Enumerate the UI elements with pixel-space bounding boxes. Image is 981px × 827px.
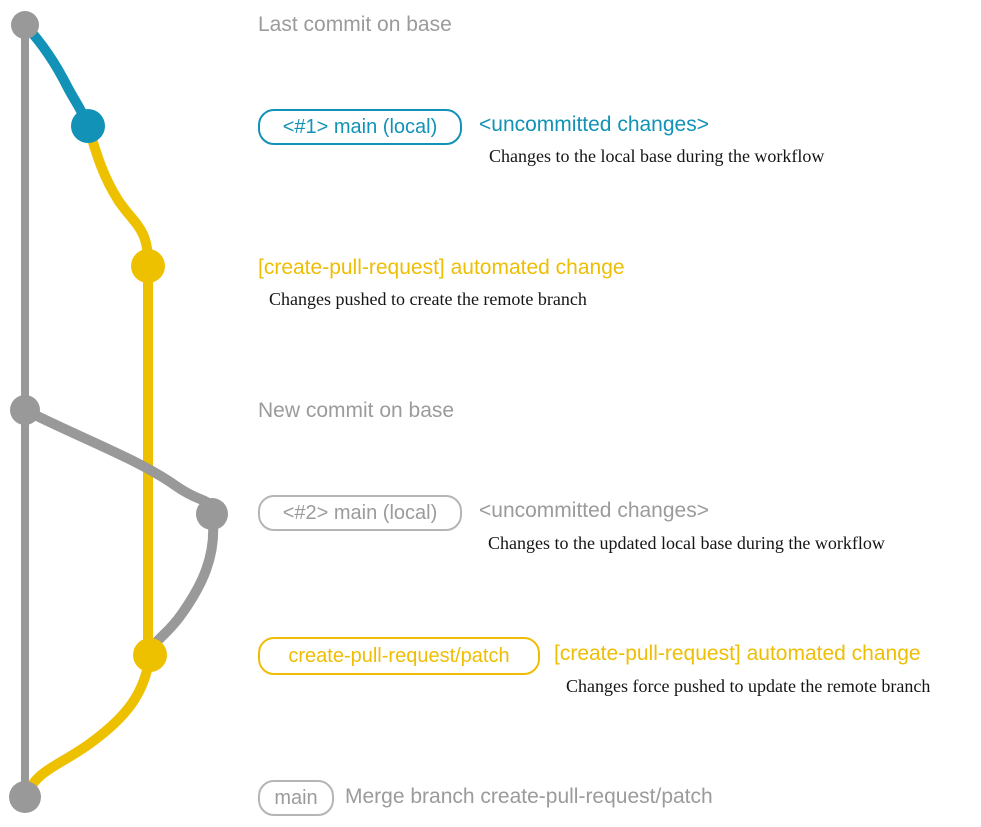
merge-curve (20, 650, 155, 802)
commit-dot-last-base (11, 11, 39, 39)
branch-chip-main-local-2-label: <#2> main (local) (282, 501, 438, 524)
commit-dot-local-main-2 (196, 498, 228, 530)
commit-dot-merge (9, 781, 41, 813)
automated-change-title-2: [create-pull-request] automated change (554, 642, 921, 665)
updated-base-branch-curve (20, 405, 217, 519)
commit-dot-local-main-1 (71, 109, 105, 143)
merge-commit-label: Merge branch create-pull-request/patch (345, 785, 713, 808)
branch-chip-patch: create-pull-request/patch (258, 637, 540, 675)
remote-branch-curve-1 (83, 121, 153, 267)
automated-change-title-1: [create-pull-request] automated change (258, 256, 625, 279)
new-commit-label: New commit on base (258, 399, 455, 422)
rebase-curve (145, 509, 219, 658)
branch1-description: Changes to the local base during the wor… (489, 146, 825, 166)
uncommitted-changes-note-1: <uncommitted changes> (479, 113, 709, 136)
commit-dot-automated-2 (133, 638, 167, 672)
push1-description: Changes pushed to create the remote bran… (269, 289, 587, 309)
commit-dot-automated-1 (131, 249, 165, 283)
last-commit-label: Last commit on base (258, 13, 452, 36)
branch-chip-main: main (258, 780, 334, 816)
branch-chip-main-local-1: <#1> main (local) (258, 109, 462, 145)
branch-chip-patch-label: create-pull-request/patch (288, 644, 510, 667)
uncommitted-changes-note-2: <uncommitted changes> (479, 499, 709, 522)
commit-dot-new-base (10, 395, 40, 425)
push2-description: Changes force pushed to update the remot… (566, 676, 931, 696)
branch-chip-main-label: main (274, 786, 318, 809)
local-changes-branch-line (20, 20, 93, 131)
branch-chip-main-local-1-label: <#1> main (local) (282, 115, 438, 138)
branch2-description: Changes to the updated local base during… (488, 533, 885, 553)
branch-chip-main-local-2: <#2> main (local) (258, 495, 462, 531)
